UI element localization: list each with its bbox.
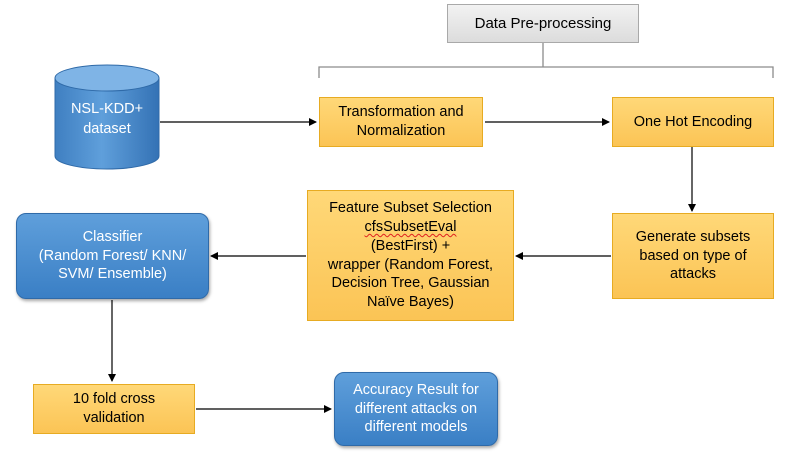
one-hot-encoding-box: One Hot Encoding — [612, 97, 774, 147]
one-hot-encoding-label: One Hot Encoding — [633, 113, 753, 130]
dataset-line: dataset — [83, 120, 131, 137]
feature-selection-line: wrapper (Random Forest, — [327, 256, 494, 273]
generate-subsets-line: Generate subsets — [635, 228, 751, 245]
dataset-line: NSL-KDD+ — [70, 101, 144, 117]
feature-selection-line: Naïve Bayes) — [366, 294, 455, 311]
classifier-line: SVM/ Ensemble) — [58, 266, 167, 283]
generate-subsets-box: Generate subsets based on type of attack… — [612, 213, 774, 299]
data-preprocessing-box: Data Pre-processing — [447, 4, 639, 43]
dataset-label: NSL-KDD+ dataset — [55, 100, 159, 139]
cross-validation-line: 10 fold cross — [72, 391, 156, 408]
classifier-box: Classifier (Random Forest/ KNN/ SVM/ Ens… — [16, 213, 209, 299]
feature-selection-line: cfsSubsetEval (BestFirst) + — [328, 218, 493, 256]
generate-subsets-line: attacks — [670, 266, 716, 283]
transformation-line: Normalization — [356, 123, 446, 139]
preprocessing-bracket — [318, 43, 774, 78]
data-preprocessing-label: Data Pre-processing — [474, 14, 612, 32]
cfs-subset-eval-term: cfsSubsetEval — [364, 218, 457, 235]
classifier-line: (Random Forest/ KNN/ — [38, 247, 187, 264]
cross-validation-box: 10 fold cross validation — [33, 384, 195, 434]
accuracy-result-line: different attacks on — [354, 400, 478, 417]
cross-validation-line: validation — [83, 410, 145, 426]
accuracy-result-line: different models — [364, 419, 468, 436]
accuracy-result-line: Accuracy Result for — [353, 381, 479, 398]
feature-selection-line-rest: (BestFirst) + — [370, 237, 451, 254]
transformation-box: Transformation and Normalization — [319, 97, 483, 147]
feature-subset-selection-box: Feature Subset Selection cfsSubsetEval (… — [307, 190, 514, 321]
accuracy-result-box: Accuracy Result for different attacks on… — [334, 372, 498, 446]
transformation-line: Transformation and — [338, 104, 464, 121]
classifier-line: Classifier — [82, 228, 143, 245]
generate-subsets-line: based on type of — [639, 247, 747, 264]
feature-selection-line: Decision Tree, Gaussian — [331, 275, 490, 292]
feature-selection-line: Feature Subset Selection — [329, 199, 492, 216]
